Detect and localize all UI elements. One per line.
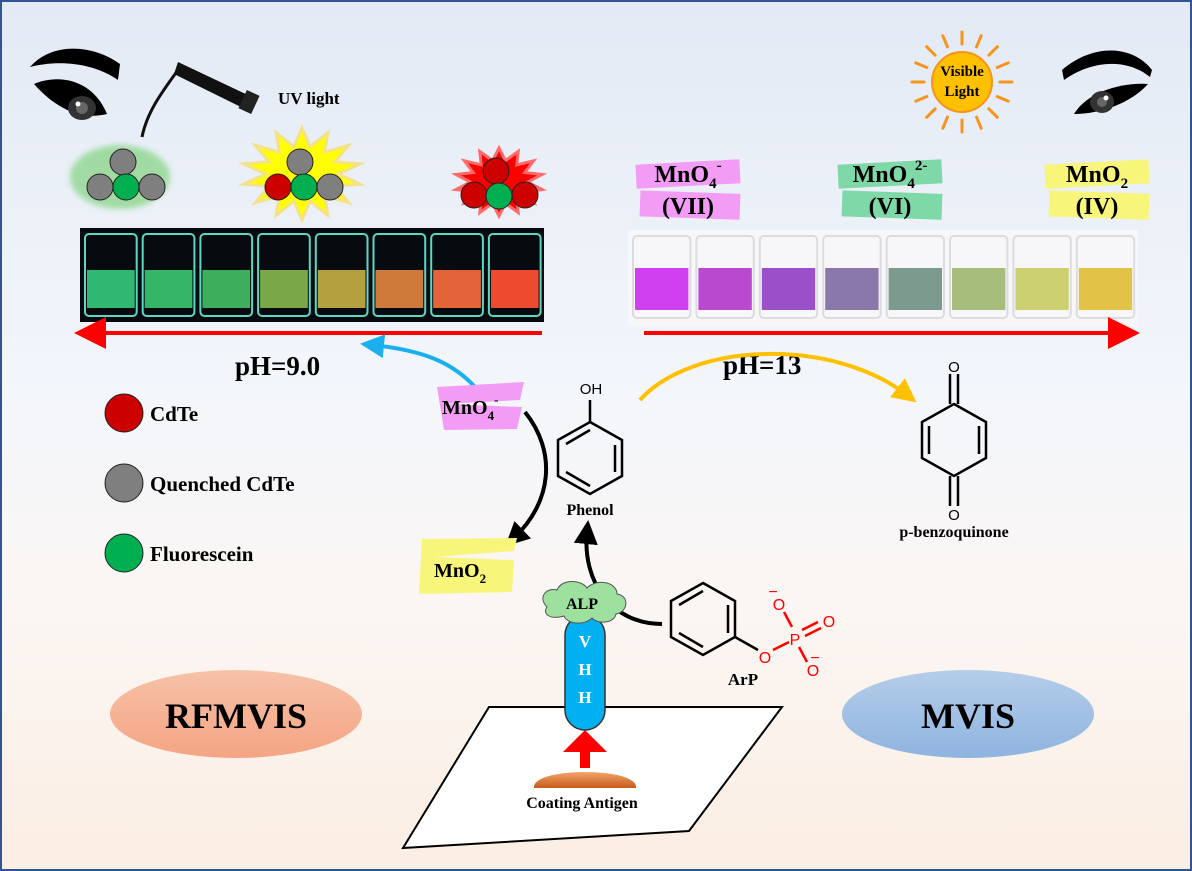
mno4-center: MnO4- xyxy=(437,382,524,430)
svg-text:MVIS: MVIS xyxy=(921,696,1015,736)
vial xyxy=(84,233,138,317)
visible-light-line1: Visible xyxy=(940,64,984,80)
reduction-arrow xyxy=(505,410,549,547)
sun-icon: Visible Light xyxy=(910,30,1014,134)
svg-text:MnO2: MnO2 xyxy=(1066,162,1128,192)
svg-text:O: O xyxy=(773,597,785,614)
legend-item: CdTe xyxy=(104,393,198,433)
benzoquinone-structure: O O p-benzoquinone xyxy=(899,359,1008,541)
species-label: MnO42-(VI) xyxy=(837,158,943,220)
vial xyxy=(949,235,1009,319)
svg-text:MnO4-: MnO4- xyxy=(442,392,498,423)
vial xyxy=(199,233,254,317)
cluster-quenched xyxy=(70,145,170,209)
cluster-partial xyxy=(237,124,367,224)
phenol-label: Phenol xyxy=(566,502,614,519)
species-label: MnO2(IV) xyxy=(1044,159,1150,220)
vial xyxy=(822,235,882,319)
flashlight-icon xyxy=(140,62,260,138)
arp-label: ArP xyxy=(728,670,758,689)
svg-text:CdTe: CdTe xyxy=(150,402,198,426)
vial xyxy=(695,235,755,319)
eye-icon xyxy=(1062,50,1152,114)
mno2-center: MnO2 xyxy=(419,538,517,594)
svg-text:P: P xyxy=(790,632,801,649)
legend-item: Quenched CdTe xyxy=(104,463,295,503)
svg-text:O: O xyxy=(948,359,960,376)
svg-text:MnO42-: MnO42- xyxy=(853,158,928,192)
vial xyxy=(257,233,311,317)
svg-text:Fluorescein: Fluorescein xyxy=(150,542,254,566)
svg-text:O: O xyxy=(807,663,819,680)
vial xyxy=(372,233,427,317)
method-rfmvis: RFMVIS xyxy=(110,670,362,758)
arrow-to-ph9 xyxy=(360,334,477,389)
vial xyxy=(1075,235,1136,319)
phenol-structure: OH Phenol xyxy=(556,381,624,519)
vial xyxy=(1012,235,1072,319)
svg-text:(VII): (VII) xyxy=(662,194,714,220)
svg-text:O: O xyxy=(823,614,835,631)
vial xyxy=(758,235,819,319)
visible-vial-strip xyxy=(628,230,1138,326)
uv-light-label: UV light xyxy=(278,89,340,108)
cluster-fluorescent xyxy=(450,144,548,220)
svg-text:RFMVIS: RFMVIS xyxy=(165,696,307,736)
svg-text:MnO4-: MnO4- xyxy=(654,158,721,192)
svg-text:H: H xyxy=(578,688,591,707)
arp-structure: O P O − O O − ArP xyxy=(669,581,835,689)
antigen-shape xyxy=(534,772,636,788)
uv-vial-strip xyxy=(80,228,544,322)
binding-arrow xyxy=(563,730,607,752)
method-mvis: MVIS xyxy=(842,670,1094,758)
arrow-to-benzoquinone xyxy=(638,352,917,403)
svg-text:MnO2: MnO2 xyxy=(434,560,486,586)
benzoquinone-label: p-benzoquinone xyxy=(899,524,1008,541)
svg-text:(IV): (IV) xyxy=(1076,194,1119,220)
svg-text:V: V xyxy=(579,632,592,651)
vial xyxy=(487,233,542,317)
svg-text:O: O xyxy=(948,507,960,524)
legend-item: Fluorescein xyxy=(104,533,254,573)
svg-text:Quenched CdTe: Quenched CdTe xyxy=(150,472,295,496)
svg-text:ALP: ALP xyxy=(566,596,598,613)
svg-text:H: H xyxy=(578,660,591,679)
vial xyxy=(632,235,692,319)
visible-light-line2: Light xyxy=(944,84,979,100)
vial xyxy=(430,233,484,317)
eye-icon xyxy=(30,48,120,120)
alp-enzyme: ALP xyxy=(542,581,627,624)
coating-antigen-label: Coating Antigen xyxy=(526,795,638,812)
svg-text:OH: OH xyxy=(580,381,603,398)
vial xyxy=(314,233,369,317)
vial xyxy=(885,235,945,319)
svg-text:(VI): (VI) xyxy=(869,194,912,220)
ph-left-label: pH=9.0 xyxy=(235,351,320,381)
svg-text:O: O xyxy=(759,650,771,667)
svg-text:−: − xyxy=(768,584,777,601)
species-label: MnO4-(VII) xyxy=(635,158,741,220)
vial xyxy=(141,233,196,317)
svg-text:−: − xyxy=(810,650,819,667)
